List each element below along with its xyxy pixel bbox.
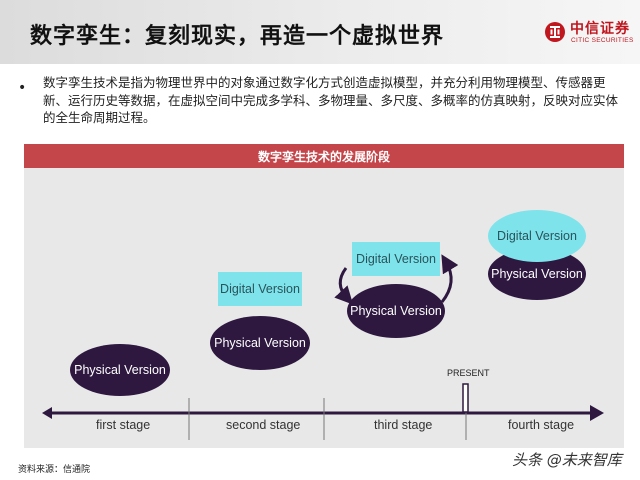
header-bar: 数字孪生：复刻现实，再造一个虚拟世界 中信证券 CITIC SECURITIES — [0, 0, 640, 64]
brand-name-en: CITIC SECURITIES — [571, 37, 634, 44]
bullet-marker: • — [18, 80, 27, 96]
stage4-digital-ellipse: Digital Version — [488, 210, 586, 262]
page-title: 数字孪生：复刻现实，再造一个虚拟世界 — [30, 24, 445, 49]
timeline-arrow-tail-icon — [42, 407, 52, 419]
stage-label-second: second stage — [226, 418, 301, 432]
arrow-right-curve-icon — [440, 254, 459, 303]
timeline — [42, 383, 604, 440]
citic-logo-icon — [545, 22, 565, 42]
present-marker — [462, 383, 469, 413]
diagram-title-bar: 数字孪生技术的发展阶段 — [24, 144, 624, 168]
arrow-left-curve-icon — [334, 267, 354, 305]
stage2-physical-ellipse: Physical Version — [210, 316, 310, 370]
stage3-physical-ellipse: Physical Version — [347, 284, 445, 338]
diagram-panel: 数字孪生技术的发展阶段 — [24, 144, 624, 448]
source-note: 资料来源：信通院 — [18, 465, 91, 475]
present-label: PRESENT — [447, 368, 490, 378]
intro-paragraph: 数字孪生技术是指为物理世界中的对象通过数字化方式创造虚拟模型，并充分利用物理模型… — [43, 75, 619, 125]
stage-label-fourth: fourth stage — [508, 418, 575, 432]
diagram-title: 数字孪生技术的发展阶段 — [257, 150, 390, 164]
brand-name: 中信证券 — [570, 21, 630, 37]
stage2-digital-box: Digital Version — [218, 272, 302, 306]
stage3-cycle-arrows — [334, 254, 459, 305]
stage3-digital-box: Digital Version — [352, 242, 440, 276]
stage1-physical-ellipse: Physical Version — [70, 344, 170, 396]
stage-label-first: first stage — [96, 418, 151, 432]
timeline-arrow-head-icon — [590, 405, 604, 421]
stage4-physical-ellipse: Physical Version — [488, 248, 586, 300]
watermark: 头条 @未来智库 — [512, 451, 622, 469]
stage-label-third: third stage — [374, 418, 433, 432]
